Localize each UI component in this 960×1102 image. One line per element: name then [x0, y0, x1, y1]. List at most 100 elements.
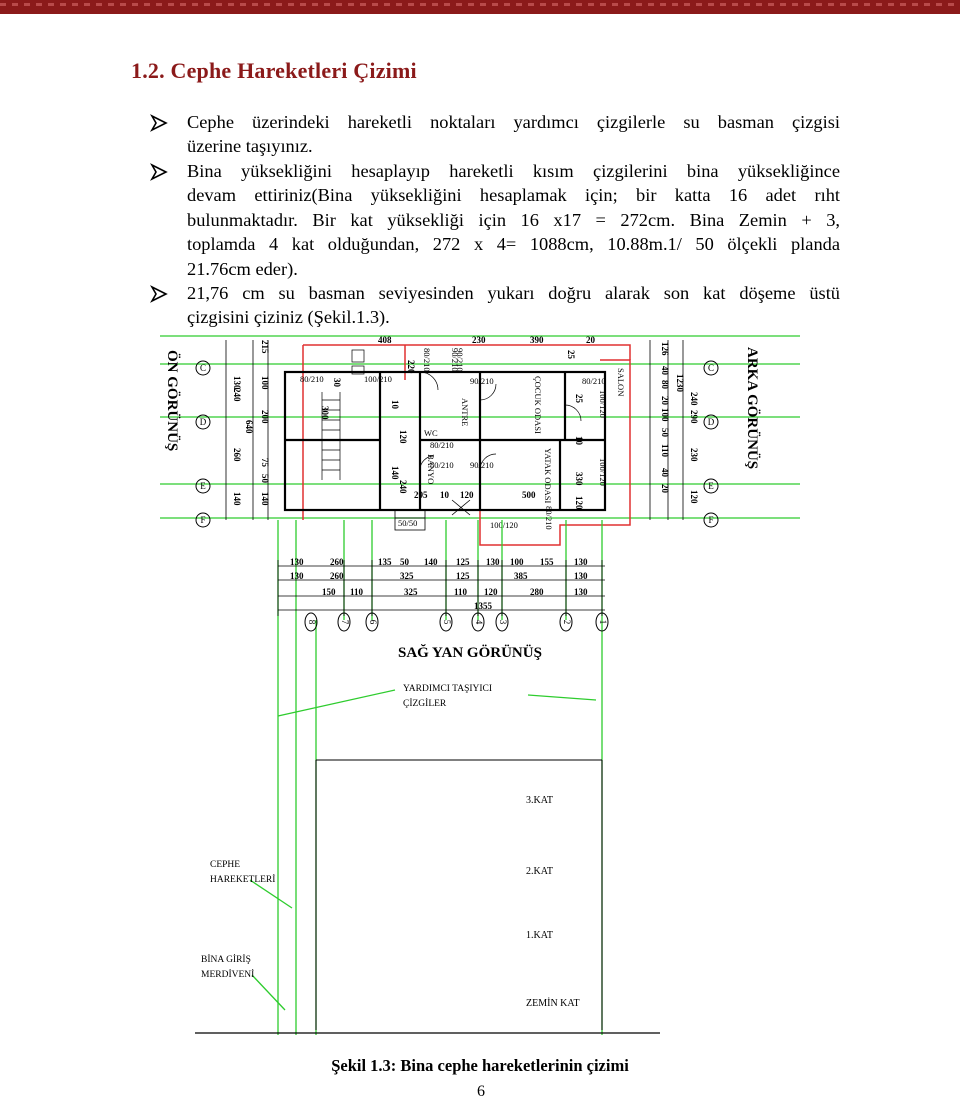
annotation-labels: YARDIMCI TAŞIYICI ÇİZGİLER CEPHE HAREKET…	[201, 684, 492, 980]
dimension-lines-right	[649, 340, 684, 520]
entrance-label-line: BİNA GİRİŞ	[201, 953, 251, 965]
floor-label: ZEMİN KAT	[526, 997, 580, 1009]
door-label: 80/210	[430, 440, 454, 450]
dim-label: 120	[689, 490, 699, 504]
grid-circles-right	[703, 360, 719, 528]
dim-label: 120	[398, 430, 408, 444]
axis-letter: E	[200, 481, 206, 491]
dim-label: 125	[456, 571, 470, 581]
dim-label: 230	[689, 448, 699, 462]
room-label: WC	[424, 428, 438, 438]
door-label: 90/210	[450, 348, 460, 372]
dim-label: 25	[574, 394, 584, 404]
axis-letter: C	[200, 363, 206, 373]
dim-label: 230	[472, 335, 486, 345]
side-elevation	[315, 759, 603, 1030]
door-label: 80/210	[544, 506, 554, 530]
dim-label: 126	[660, 342, 670, 356]
facade-label-line: HAREKETLERİ	[210, 873, 275, 885]
door-label: 100/210	[364, 374, 392, 384]
door-swings	[419, 371, 582, 471]
plan-dimension-labels: 408 230 390 20 25 140 120 240 295 10 120…	[320, 335, 596, 510]
front-view-label: ÖN GÖRÜNÜŞ	[164, 350, 181, 451]
dim-label: 120	[574, 496, 584, 510]
bullet-line: üzerine taşıyınız.	[187, 136, 313, 157]
dim-label: 110	[350, 587, 364, 597]
leader-lines	[249, 689, 597, 1011]
axis-number: 1	[598, 620, 608, 625]
bullet-line: bulunmaktadır. Bir kat yüksekliği için 1…	[187, 209, 840, 230]
axis-number: 2	[562, 620, 572, 625]
door-label: 100/120	[490, 520, 518, 530]
room-label: BANYO	[426, 454, 436, 484]
axis-number: 6	[368, 620, 378, 625]
axis-number: 4	[474, 620, 484, 625]
helper-lines-vertical	[277, 520, 603, 1035]
dim-label: 125	[456, 557, 470, 567]
room-label: YATAK ODASI	[543, 448, 553, 503]
dim-label: 130	[574, 571, 588, 581]
dim-label: 50	[260, 474, 270, 484]
axis-letters-left: C D E F	[200, 363, 207, 525]
figure-caption-text: Şekil 1.3: Bina cephe hareketlerinin çiz…	[331, 1056, 629, 1075]
floor-label: 1.KAT	[526, 930, 553, 941]
door-label: 80/210	[422, 348, 432, 372]
dim-label: 100	[660, 408, 670, 422]
door-label: 90/210	[470, 376, 494, 386]
dim-label: 295	[414, 490, 428, 500]
door-labels: 80/210 90/210 100/210 90/210 80/210 100/…	[300, 348, 608, 530]
dim-label: 130	[574, 587, 588, 597]
dim-label: 260	[232, 448, 242, 462]
room-labels: ÇOCUK ODASI YATAK ODASI SALON ANTRE BANY…	[424, 368, 626, 503]
dim-label: 140	[232, 492, 242, 506]
door-label: 100/120	[598, 390, 608, 418]
door-label: 80/210	[582, 376, 606, 386]
axis-number: 3	[498, 620, 508, 625]
dim-label: 325	[400, 571, 414, 581]
dim-label: 640	[244, 420, 254, 434]
facade-label-line: CEPHE	[210, 860, 240, 870]
dimension-row-labels: 130 260 135 50 140 125 130 100 155 130 1…	[290, 557, 588, 611]
dim-label: 290	[689, 410, 699, 424]
facade-drawing-figure: C D E F C D E F ÖN GÖRÜNÜŞ ARKA GÖRÜNÜŞ …	[160, 335, 800, 1035]
dim-label: 75	[260, 458, 270, 468]
bullet-text: Cephe üzerindeki hareketli noktaları yar…	[187, 110, 840, 159]
left-dimension-labels: 215 130 240 640 260 140 100 200 75 50 14…	[232, 340, 270, 506]
helper-lines-label-line: YARDIMCI TAŞIYICI	[403, 684, 492, 694]
dim-label: 10	[440, 490, 450, 500]
dim-label: 390	[530, 335, 544, 345]
arrowhead-bullet-icon	[150, 285, 168, 303]
page-number: 6	[477, 1083, 485, 1100]
axis-letter: E	[708, 481, 714, 491]
dim-label: 220	[406, 360, 416, 374]
arrowhead-bullet-icon	[150, 114, 168, 132]
dim-label: 130	[290, 557, 304, 567]
bullet-line: çizgisini çiziniz (Şekil.1.3).	[187, 307, 390, 328]
dim-label: 135	[378, 557, 392, 567]
dim-label: 120	[484, 587, 498, 597]
dim-label: 140	[260, 492, 270, 506]
dim-label: 325	[404, 587, 418, 597]
bullet-line: Bina yüksekliğini hesaplayıp hareketli k…	[187, 161, 840, 181]
dim-label: 240	[398, 480, 408, 494]
grid-circles-left	[195, 360, 211, 528]
dim-label: 280	[530, 587, 544, 597]
room-label: ÇOCUK ODASI	[533, 376, 543, 434]
dim-label: 408	[378, 335, 392, 345]
dim-label: 1355	[474, 601, 493, 611]
axis-letters-right: C D E F	[708, 363, 715, 525]
entrance-steps	[394, 499, 471, 531]
dim-label: 110	[660, 444, 670, 458]
dim-label: 110	[454, 587, 468, 597]
dim-label: 50	[400, 557, 410, 567]
dim-label: 260	[330, 557, 344, 567]
bullet-line: toplamda 4 kat olduğundan, 272 x 4= 1088…	[187, 234, 840, 255]
door-label: 90/210	[455, 348, 465, 372]
dim-label: 140	[424, 557, 438, 567]
stair-treads	[321, 349, 365, 480]
dimension-lines-left	[225, 340, 269, 520]
dim-label: 155	[540, 557, 554, 567]
door-label: 50/50	[398, 518, 417, 528]
entrance-label-line: MERDİVENİ	[201, 968, 254, 980]
dim-label: 10	[390, 400, 400, 410]
